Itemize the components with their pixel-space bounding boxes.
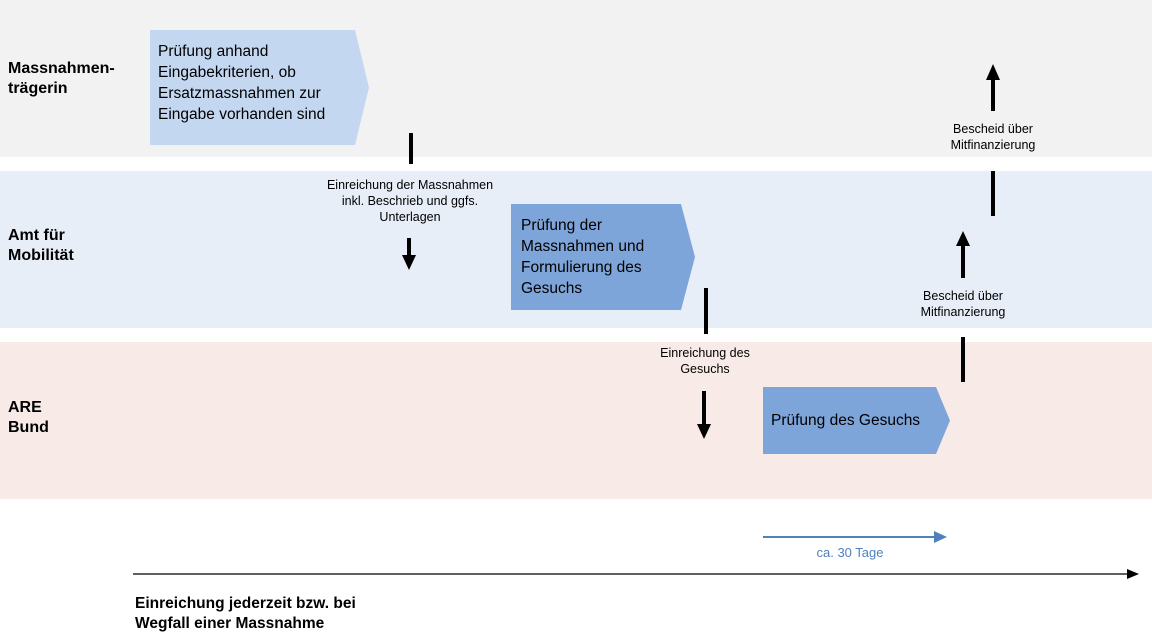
step-pruefung-eingabekriterien: Prüfung anhand Eingabekriterien, ob Ersa… [150, 30, 369, 145]
step-pruefung-gesuch: Prüfung des Gesuchs [763, 387, 950, 454]
lane-label-are-bund: ARE Bund [8, 399, 49, 436]
timeline-axis-head [1127, 569, 1139, 579]
duration-label: ca. 30 Tage [816, 545, 884, 560]
label-bescheid-upper: Bescheid über Mitfinanzierung [950, 122, 1036, 152]
bescheid-lower-arrow-head [956, 231, 970, 246]
lane-are-bund [0, 342, 1152, 499]
step-pruefung-massnahmen: Prüfung der Massnahmen und Formulierung … [511, 204, 695, 310]
duration-arrow-head [934, 531, 947, 543]
submission-arrow-head [402, 255, 416, 270]
lane-label-amt-fuer-mobilitaet: Amt für Mobilität [8, 227, 74, 264]
label-einreichung-massnahmen: Einreichung der Massnahmen inkl. Beschri… [326, 178, 494, 224]
timeline-caption: Einreichung jederzeit bzw. bei Wegfall e… [135, 595, 356, 632]
bescheid-upper-arrow-head [986, 64, 1000, 80]
label-bescheid-lower: Bescheid über Mitfinanzierung [920, 289, 1006, 319]
lane-label-massnahmentraegerin: Massnahmen- trägerin [8, 60, 115, 97]
gesuch-arrow-head [697, 424, 711, 439]
label-einreichung-gesuch: Einreichung des Gesuchs [660, 346, 750, 376]
